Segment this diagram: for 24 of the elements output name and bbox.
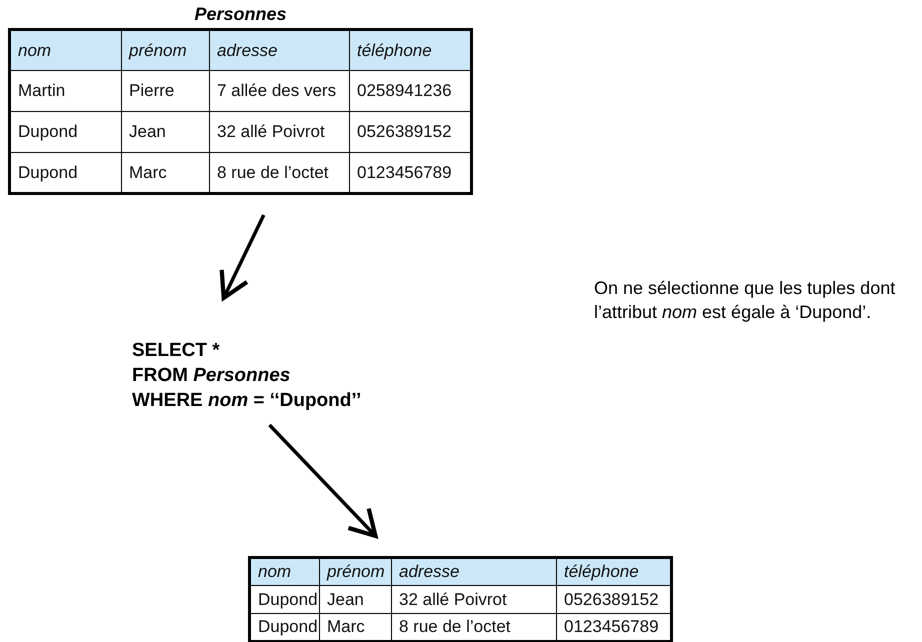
sql-line: WHERE nom = ‘‘Dupond’’ [132,389,362,413]
header-cell: téléphone [556,558,672,586]
header-cell: prénom [320,558,392,586]
table-cell: 32 allé Poivrot [210,112,350,152]
header-cell: nom [250,558,320,586]
table-cell: 7 allée des vers [210,70,350,112]
note-text: On ne sélectionne que les tuples dont l’attribut nom est égale à ‘Dupond’. [594,277,896,324]
header-cell: nom [10,30,122,70]
arrow [268,424,378,538]
sql-line: SELECT * [132,339,221,363]
sql-line: FROM Personnes [132,364,292,388]
table-cell: Jean [320,586,392,614]
table-cell: Dupond [250,586,320,614]
header-cell: adresse [210,30,350,70]
table-cell: Pierre [122,70,210,112]
header-cell: téléphone [350,30,472,70]
table-cell: Jean [122,112,210,152]
table-cell: Martin [10,70,122,112]
arrow [220,214,266,300]
table-title: Personnes [193,4,288,25]
table-cell: 32 allé Poivrot [392,586,556,614]
header-cell: prénom [122,30,210,70]
table-cell: Dupond [10,112,122,152]
header-cell: adresse [392,558,556,586]
